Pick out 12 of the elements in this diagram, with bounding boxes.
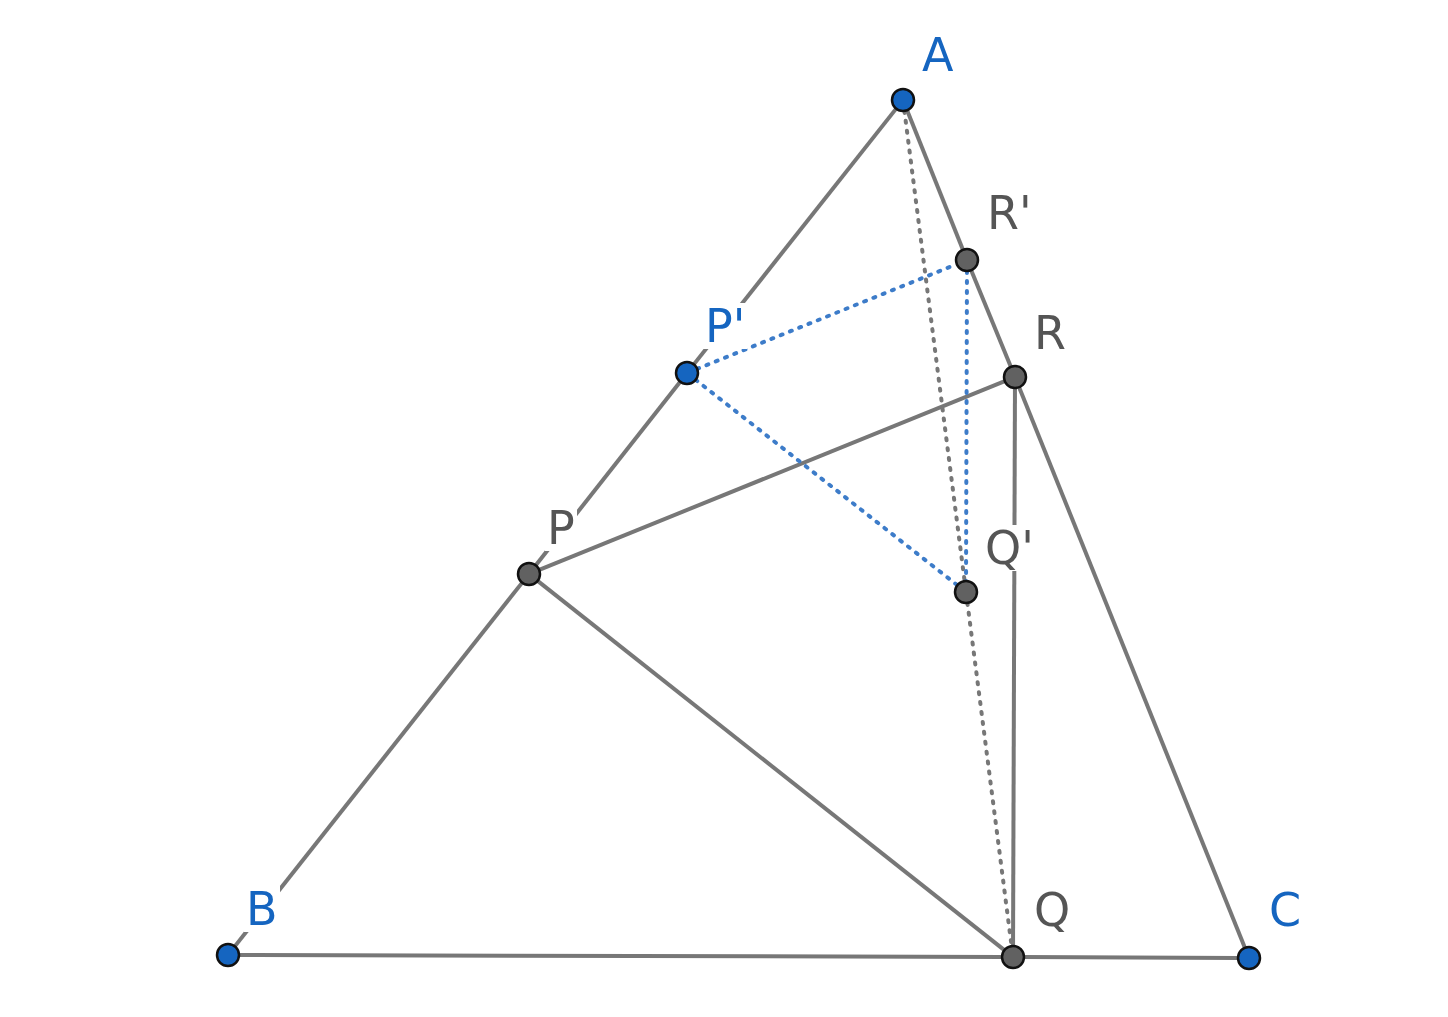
line-segment	[1024, 955, 1238, 960]
line-segment	[1017, 386, 1247, 949]
line-segment	[969, 269, 1013, 368]
line-segment	[233, 581, 524, 948]
line-segment	[1011, 388, 1017, 946]
line-segment	[905, 109, 965, 251]
dotted-line	[693, 377, 960, 588]
line-segment	[538, 379, 1006, 572]
point-label: B	[244, 886, 280, 932]
line-segment	[536, 579, 1006, 952]
point-label: P'	[703, 303, 748, 349]
line-segment	[239, 953, 1002, 959]
